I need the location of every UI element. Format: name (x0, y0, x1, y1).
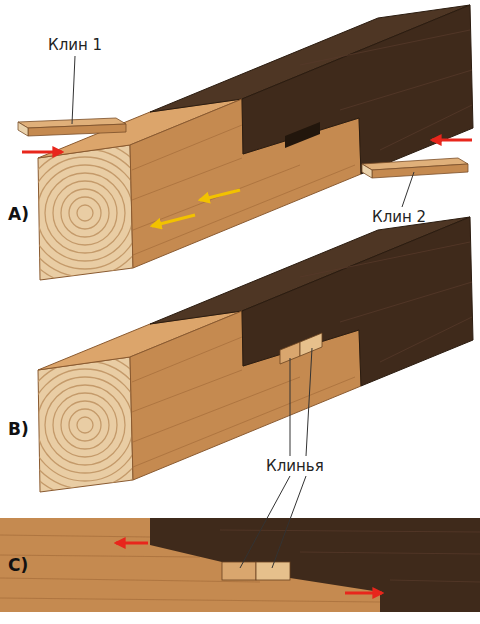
panel-label: C) (8, 556, 28, 574)
beam-b (13, 217, 473, 497)
part-label: Клин 2 (372, 208, 426, 226)
beam-c (0, 476, 480, 612)
part-label: Клинья (266, 457, 324, 475)
panel-label: A) (8, 205, 29, 223)
panel-label: B) (8, 420, 29, 438)
part-label: Клин 1 (48, 36, 102, 54)
